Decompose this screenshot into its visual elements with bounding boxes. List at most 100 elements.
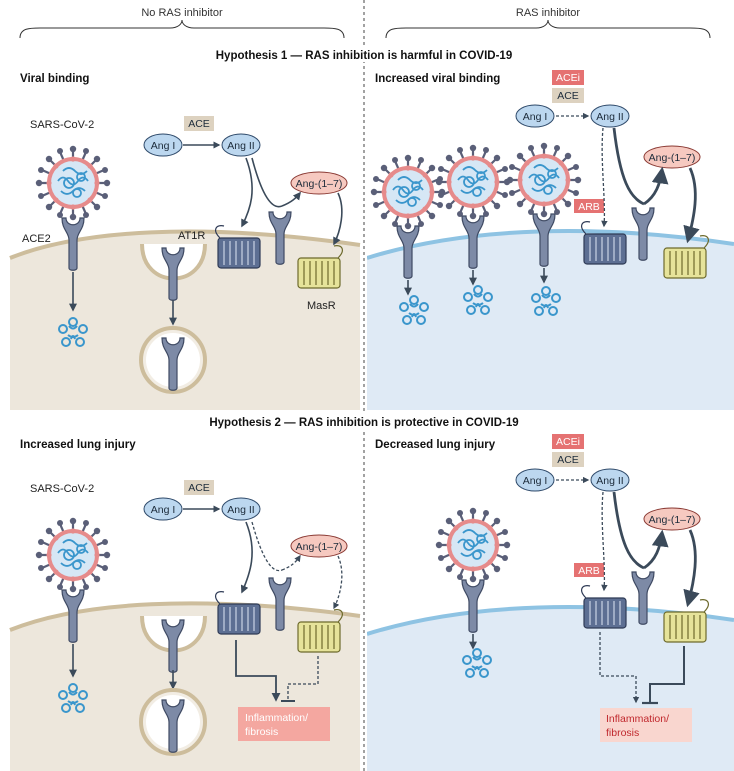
ang17-to-masr-arrow — [333, 192, 343, 246]
endosome — [141, 690, 205, 754]
ang2-label: Ang II — [596, 475, 623, 487]
ang2-node — [221, 497, 261, 521]
ang17-label: Ang-(1–7) — [649, 152, 696, 164]
ace-label: ACE — [188, 118, 210, 130]
ang2-to-ace2-thick-path — [612, 491, 645, 570]
ang1-node — [515, 104, 555, 128]
ace2-to-ang17-thick-arrow — [643, 166, 669, 206]
ang17-label: Ang-(1–7) — [649, 514, 696, 526]
virus — [368, 152, 448, 232]
virus — [33, 515, 113, 595]
hypothesis1-bg — [180, 46, 550, 62]
panel-increased-viral-binding: ACEi ACE Ang I Ang II Ang-(1–7) ARB — [367, 70, 734, 410]
ang2-node — [221, 133, 261, 157]
ace-box — [184, 480, 214, 495]
inflammation-label-line2: fibrosis — [606, 727, 639, 739]
inflammation-label-line1: Inflammation/ — [606, 713, 669, 725]
masr-inhibits-inflammation — [287, 656, 319, 700]
arb-box — [574, 563, 604, 577]
brace-left — [19, 19, 345, 39]
arb-box — [574, 199, 604, 213]
ang2-to-ace2-dashed-path — [251, 521, 283, 572]
virus — [33, 143, 113, 223]
ang1-label: Ang I — [151, 140, 176, 152]
ace-label: ACE — [557, 454, 579, 466]
ang17-node — [290, 534, 348, 558]
panel-title-increased-viral-binding: Increased viral binding — [375, 73, 500, 85]
virus — [433, 505, 513, 585]
ang2-label: Ang II — [227, 504, 254, 516]
virus-label: SARS-CoV-2 — [30, 483, 94, 495]
ang17-to-masr-dashed-arrow — [333, 555, 343, 610]
ace-label: ACE — [188, 482, 210, 494]
ang2-to-at1r-arrow — [240, 521, 253, 594]
inflammation-box — [238, 707, 330, 741]
ang2-label: Ang II — [596, 111, 623, 123]
hypothesis2-bg — [180, 413, 550, 429]
ang2-to-at1r-arrow — [241, 157, 253, 228]
inflammation-label-line1: Inflammation/ — [245, 712, 308, 724]
ang17-node — [290, 171, 348, 195]
at1r-receptor — [581, 221, 627, 265]
ang17-node — [643, 145, 701, 169]
ang1-node — [515, 468, 555, 492]
ang2-to-at1r-dashed-arrow — [601, 491, 608, 592]
at1r-receptor — [215, 591, 261, 635]
hypothesis2-title: Hypothesis 2 — RAS inhibition is protect… — [209, 417, 518, 429]
ang2-to-at1r-dashed-arrow — [601, 127, 608, 228]
acei-box — [552, 434, 584, 449]
header-no-ras-inhibitor: No RAS inhibitor — [141, 7, 223, 19]
brace-right — [385, 19, 711, 39]
ace2-to-ang17-arrow — [281, 191, 301, 207]
cell-body — [367, 231, 734, 410]
at1r-to-inflammation-arrow — [235, 640, 281, 702]
virus — [433, 142, 513, 222]
ang1-label: Ang I — [523, 111, 548, 123]
ace2-to-ang17-thick-arrow — [643, 529, 669, 570]
panel-increased-lung-injury: SARS-CoV-2 Ang I ACE Ang II Ang-(1–7) In… — [9, 480, 361, 771]
header-ras-inhibitor: RAS inhibitor — [516, 7, 581, 19]
arb-label: ARB — [578, 565, 600, 577]
panel-decreased-lung-injury: ACEi ACE Ang I Ang II Ang-(1–7) ARB Infl… — [367, 434, 734, 771]
ang17-label: Ang-(1–7) — [296, 541, 343, 553]
endosome — [141, 328, 205, 392]
at1r-to-inflammation-dashed-arrow — [599, 632, 640, 704]
masr-label: MasR — [307, 300, 336, 312]
masr-receptor — [663, 599, 709, 643]
ang1-node — [143, 497, 183, 521]
ang2-to-ace2-thick-path — [612, 127, 645, 206]
acei-label: ACEi — [556, 436, 580, 448]
ang1-node — [143, 133, 183, 157]
at1r-receptor — [581, 585, 627, 629]
ang17-to-masr-thick-arrow — [683, 529, 700, 608]
ang17-label: Ang-(1–7) — [296, 178, 343, 190]
arb-label: ARB — [578, 201, 600, 213]
inflammation-label-line2: fibrosis — [245, 726, 278, 738]
ace2-to-ang17-dashed-arrow — [281, 554, 301, 571]
ace-box — [552, 88, 584, 103]
panel-title-viral-binding: Viral binding — [20, 73, 89, 85]
ang17-node — [643, 507, 701, 531]
ang17-to-masr-thick-arrow — [683, 167, 700, 244]
at1r-label: AT1R — [178, 230, 205, 242]
ang1-label: Ang I — [523, 475, 548, 487]
acei-box — [552, 70, 584, 85]
inflammation-box — [600, 708, 692, 742]
hypothesis1-title: Hypothesis 1 — RAS inhibition is harmful… — [216, 50, 512, 62]
ang2-label: Ang II — [227, 140, 254, 152]
ang2-to-ace2-path — [251, 157, 283, 208]
acei-label: ACEi — [556, 72, 580, 84]
ace-box — [552, 452, 584, 467]
ang2-node — [590, 104, 630, 128]
cell-membrane — [9, 229, 361, 260]
ace-label: ACE — [557, 90, 579, 102]
panel-title-decreased-lung-injury: Decreased lung injury — [375, 439, 496, 451]
panel-viral-binding: SARS-CoV-2 ACE2 Ang I ACE Ang II Ang-(1–… — [9, 116, 361, 410]
cell-membrane — [9, 601, 361, 632]
panel-title-increased-lung-injury: Increased lung injury — [20, 439, 136, 451]
virus — [504, 140, 584, 220]
ace2-label: ACE2 — [22, 233, 51, 245]
ang2-node — [590, 468, 630, 492]
virus-label: SARS-CoV-2 — [30, 119, 94, 131]
